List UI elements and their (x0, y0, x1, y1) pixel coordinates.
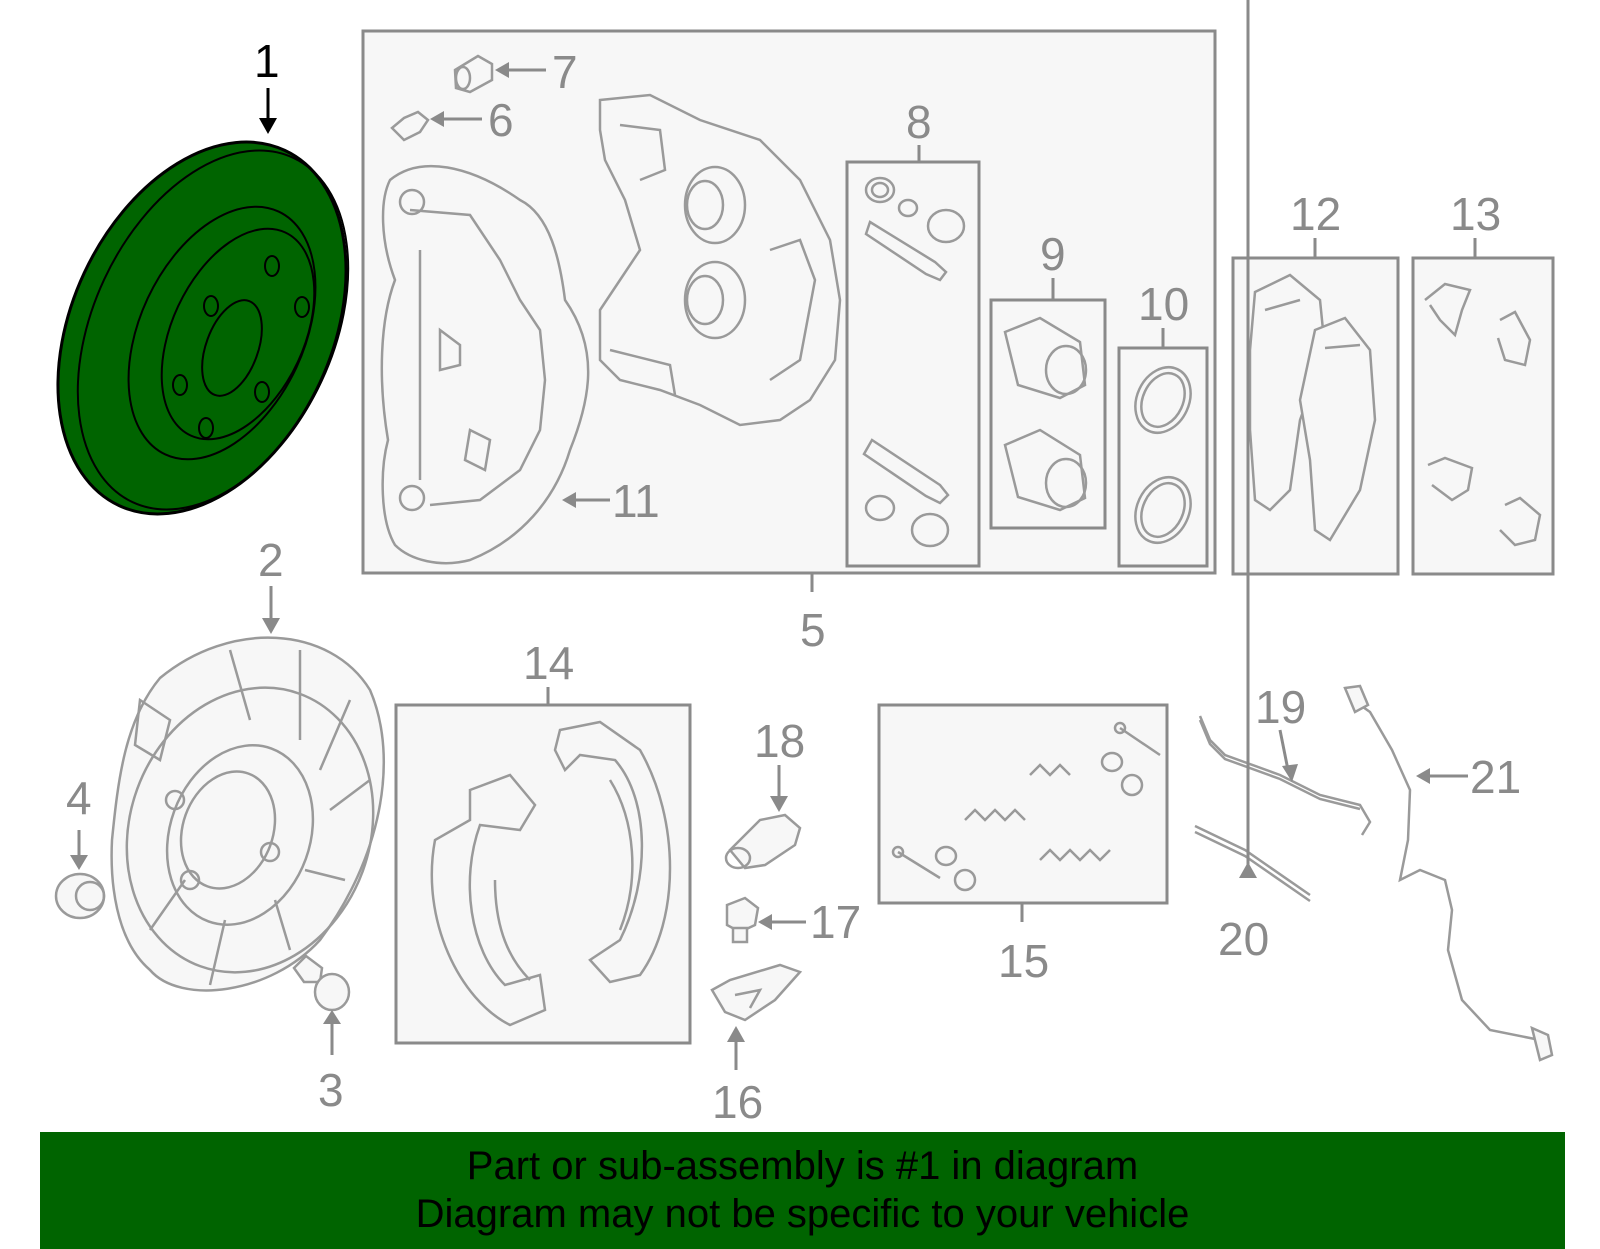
callout-3: 3 (318, 1010, 344, 1116)
part-3-bolt[interactable] (292, 954, 351, 1012)
callout-8: 8 (906, 96, 932, 162)
callout-6: 6 (430, 94, 514, 146)
pad-clip-box (1411, 256, 1555, 576)
svg-text:18: 18 (754, 715, 805, 767)
svg-text:14: 14 (523, 637, 574, 689)
svg-text:12: 12 (1290, 188, 1341, 240)
part-20-sensor-wire[interactable] (1194, 824, 1311, 903)
part-19-wear-sensor[interactable] (1198, 715, 1372, 836)
guide-pin-kit-box (845, 160, 981, 568)
callout-18: 18 (754, 715, 805, 812)
brake-pad-box (1231, 256, 1400, 576)
callout-12: 12 (1290, 188, 1341, 258)
callout-14: 14 (523, 637, 574, 705)
notice-line-1: Part or sub-assembly is #1 in diagram (466, 1144, 1139, 1188)
callout-1[interactable]: 1 (254, 35, 280, 134)
svg-text:13: 13 (1450, 188, 1501, 240)
callout-21: 21 (1416, 751, 1521, 803)
svg-text:7: 7 (552, 46, 578, 98)
callout-19: 19 (1255, 681, 1306, 782)
callout-11: 11 (562, 475, 660, 527)
callout-9: 9 (1040, 228, 1066, 300)
callout-10: 10 (1138, 278, 1189, 348)
svg-text:3: 3 (318, 1064, 344, 1116)
callout-16: 16 (712, 1026, 763, 1128)
hardware-kit-box (877, 703, 1169, 905)
callout-13: 13 (1450, 188, 1501, 258)
parking-shoe-box (394, 703, 692, 1045)
caliper-assembly-box (361, 29, 1217, 575)
callout-5: 5 (800, 574, 826, 656)
svg-text:19: 19 (1255, 681, 1306, 733)
notice-line-2: Diagram may not be specific to your vehi… (415, 1192, 1190, 1236)
callout-7: 7 (495, 46, 578, 98)
seal-box (1117, 346, 1209, 568)
callout-15: 15 (998, 903, 1049, 987)
svg-text:15: 15 (998, 935, 1049, 987)
svg-text:6: 6 (488, 94, 514, 146)
callout-2: 2 (258, 534, 284, 634)
part-1-brake-rotor[interactable] (1, 95, 402, 560)
piston-box (989, 298, 1107, 530)
svg-text:11: 11 (612, 475, 660, 527)
svg-text:10: 10 (1138, 278, 1189, 330)
part-17-nut[interactable] (725, 896, 760, 944)
svg-text:17: 17 (810, 896, 861, 948)
callout-17: 17 (758, 896, 861, 948)
notice-banner: Part or sub-assembly is #1 in diagram Di… (40, 1132, 1565, 1249)
svg-text:2: 2 (258, 534, 284, 586)
svg-text:5: 5 (800, 604, 826, 656)
callout-20: 20 (1218, 0, 1269, 965)
svg-text:8: 8 (906, 96, 932, 148)
svg-text:1: 1 (254, 35, 280, 87)
svg-text:16: 16 (712, 1076, 763, 1128)
svg-text:9: 9 (1040, 228, 1066, 280)
part-2-dust-shield[interactable] (88, 636, 413, 1008)
part-4-nut[interactable] (54, 872, 106, 920)
svg-text:21: 21 (1470, 751, 1521, 803)
part-18-adjuster[interactable] (724, 813, 802, 870)
part-21-abs-sensor[interactable] (1343, 684, 1554, 1062)
callout-4: 4 (66, 772, 92, 870)
svg-text:4: 4 (66, 772, 92, 824)
svg-text:20: 20 (1218, 913, 1269, 965)
part-16-bracket[interactable] (710, 963, 803, 1022)
